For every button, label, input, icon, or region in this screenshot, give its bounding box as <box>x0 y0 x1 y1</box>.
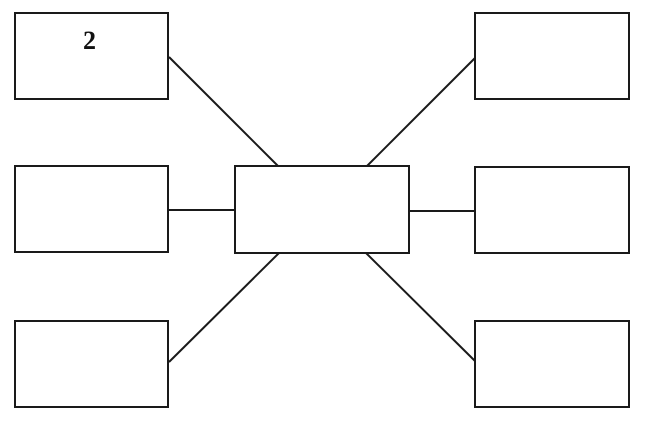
box-top-left: 2 <box>14 12 169 100</box>
connector-top-right <box>365 56 477 168</box>
box-top-left-label: 2 <box>83 26 96 55</box>
box-center <box>234 165 410 254</box>
box-bottom-left <box>14 320 169 408</box>
box-bottom-right <box>474 320 630 408</box>
box-top-right <box>474 12 630 100</box>
connector-bottom-right <box>365 252 477 363</box>
connector-bottom-left <box>168 252 280 363</box>
connector-top-left <box>168 56 280 168</box>
box-mid-left <box>14 165 169 253</box>
box-mid-right <box>474 166 630 254</box>
